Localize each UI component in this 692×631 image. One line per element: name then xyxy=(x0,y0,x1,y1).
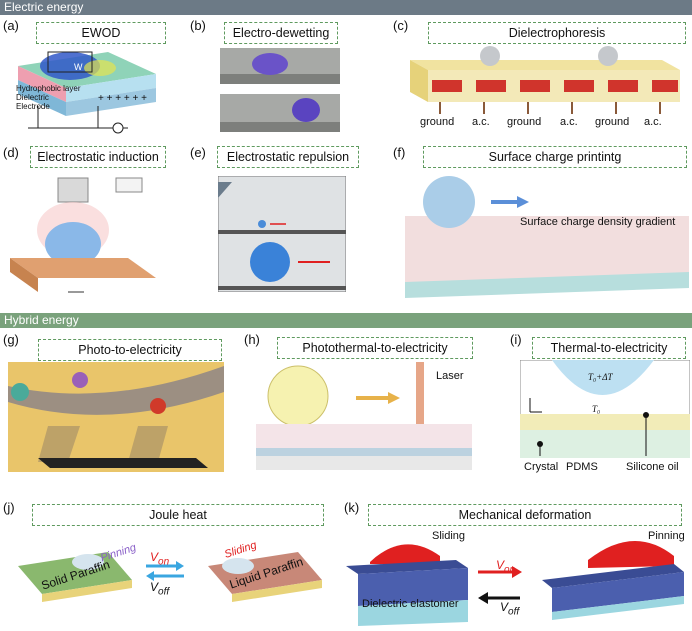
panel-b-title: Electro-dewetting xyxy=(224,22,338,44)
mech-dielectric-elastomer-label: Dielectric elastomer xyxy=(362,598,459,610)
electro-dewetting-photos xyxy=(220,48,340,132)
ewod-layer-electrode: Electrode xyxy=(16,102,50,111)
ewod-diagram: + + + + + + xyxy=(18,51,156,134)
section-bar-hybrid: Hybrid energy xyxy=(0,313,692,328)
panel-h-letter: (h) xyxy=(244,332,260,347)
surface-charge-gradient-label: Surface charge density gradient xyxy=(520,216,676,228)
panel-e-title: Electrostatic repulsion xyxy=(217,146,359,168)
temp-layer-label: T₀ xyxy=(592,404,601,414)
dep-electrode-label: a.c. xyxy=(560,116,578,128)
joule-heat-diagram xyxy=(18,552,322,602)
temp-top-label: T₀+ΔT xyxy=(588,372,613,382)
ewod-layer-hydrophobic: Hydrophobic layer xyxy=(16,84,81,93)
mech-pinning-label: Pinning xyxy=(648,530,685,542)
dielectrophoresis-diagram xyxy=(410,46,680,114)
panel-h-title: Photothermal-to-electricity xyxy=(277,337,473,359)
panel-j-title: Joule heat xyxy=(32,504,324,526)
photothermal-diagram xyxy=(256,362,472,470)
pdms-label: PDMS xyxy=(566,461,598,473)
panel-f-letter: (f) xyxy=(393,145,406,160)
mech-v-off-label: Voff xyxy=(500,600,520,618)
panel-e-letter: (e) xyxy=(190,145,206,160)
panel-g-title: Photo-to-electricity xyxy=(38,339,222,361)
electrostatic-induction-diagram xyxy=(10,177,156,293)
svg-text:+ + + + + +: + + + + + + xyxy=(98,93,147,104)
laser-label: Laser xyxy=(436,370,464,382)
mech-sliding-label: Sliding xyxy=(432,530,466,542)
panel-c-title: Dielectrophoresis xyxy=(428,22,686,44)
silicone-oil-label: Silicone oil xyxy=(626,461,679,473)
dep-electrode-label: a.c. xyxy=(644,116,662,128)
panel-c-letter: (c) xyxy=(393,18,409,33)
ewod-layer-dielectric: Dielectric xyxy=(16,93,49,102)
ewod-w-label: W xyxy=(74,62,83,72)
mechanical-deformation-diagram xyxy=(346,540,684,626)
panel-k-letter: (k) xyxy=(344,500,360,515)
panel-i-letter: (i) xyxy=(510,332,522,347)
dep-electrode-label: a.c. xyxy=(472,116,490,128)
panel-a-title: EWOD xyxy=(36,22,166,44)
surface-charge-printing-diagram xyxy=(405,176,689,298)
panel-k-title: Mechanical deformation xyxy=(368,504,682,526)
panel-f-title: Surface charge printintg xyxy=(423,146,687,168)
panel-d-letter: (d) xyxy=(3,145,19,160)
panel-j-letter: (j) xyxy=(3,500,15,515)
panel-g-letter: (g) xyxy=(3,332,19,347)
dep-electrode-label: ground xyxy=(595,116,630,128)
thermal-to-electricity-diagram xyxy=(520,360,690,458)
panel-a-letter: (a) xyxy=(3,18,19,33)
joule-v-off-label: Voff xyxy=(150,580,170,598)
photo-to-electricity-diagram xyxy=(8,362,224,472)
dep-electrode-label: ground xyxy=(420,116,455,128)
joule-v-on-label: Von xyxy=(150,550,170,568)
crystal-label: Crystal xyxy=(524,461,559,473)
panel-b-letter: (b) xyxy=(190,18,206,33)
electrostatic-repulsion-diagram xyxy=(218,176,346,292)
dep-electrode-label: ground xyxy=(507,116,542,128)
section-bar-electric: Electric energy xyxy=(0,0,692,15)
panel-i-title: Thermal-to-electricity xyxy=(532,337,686,359)
panel-d-title: Electrostatic induction xyxy=(30,146,166,168)
mech-v-on-label: Von xyxy=(496,558,516,576)
